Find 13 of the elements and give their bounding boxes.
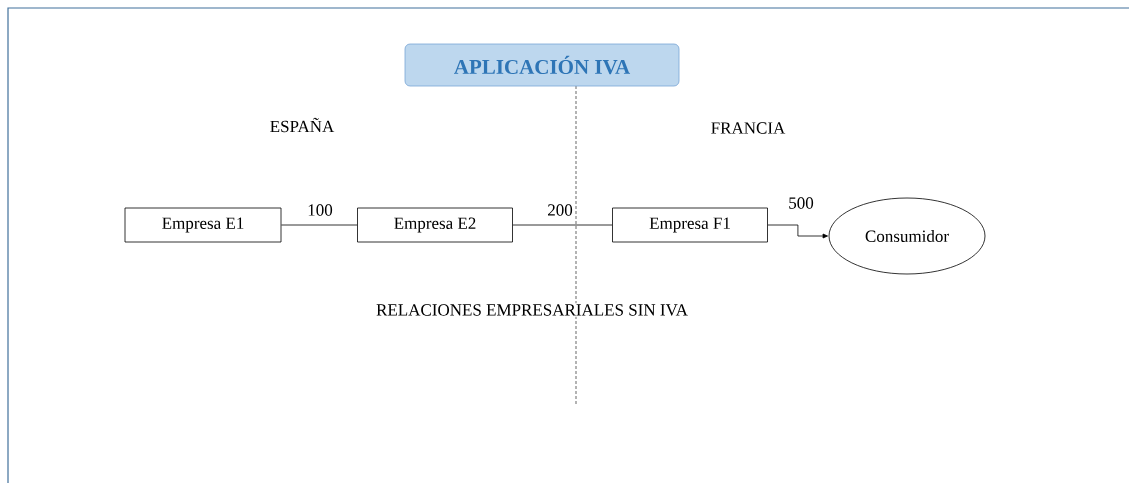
connector — [512, 224, 613, 226]
region-label: ESPAÑA — [268, 116, 336, 134]
connector — [281, 224, 358, 226]
company-box: Empresa E1 — [124, 207, 282, 243]
company-box: Empresa F1 — [612, 207, 768, 243]
edge-label: 500 — [787, 196, 815, 210]
edge-label: 100 — [306, 203, 334, 217]
edge-label: 200 — [546, 203, 574, 217]
region-label: FRANCIA — [709, 121, 787, 135]
connector — [767, 224, 828, 239]
title-box: APLICACIÓN IVA — [404, 43, 680, 87]
company-box: Empresa E2 — [357, 207, 513, 243]
region-label: RELACIONES EMPRESARIALES SIN IVA — [375, 303, 689, 317]
